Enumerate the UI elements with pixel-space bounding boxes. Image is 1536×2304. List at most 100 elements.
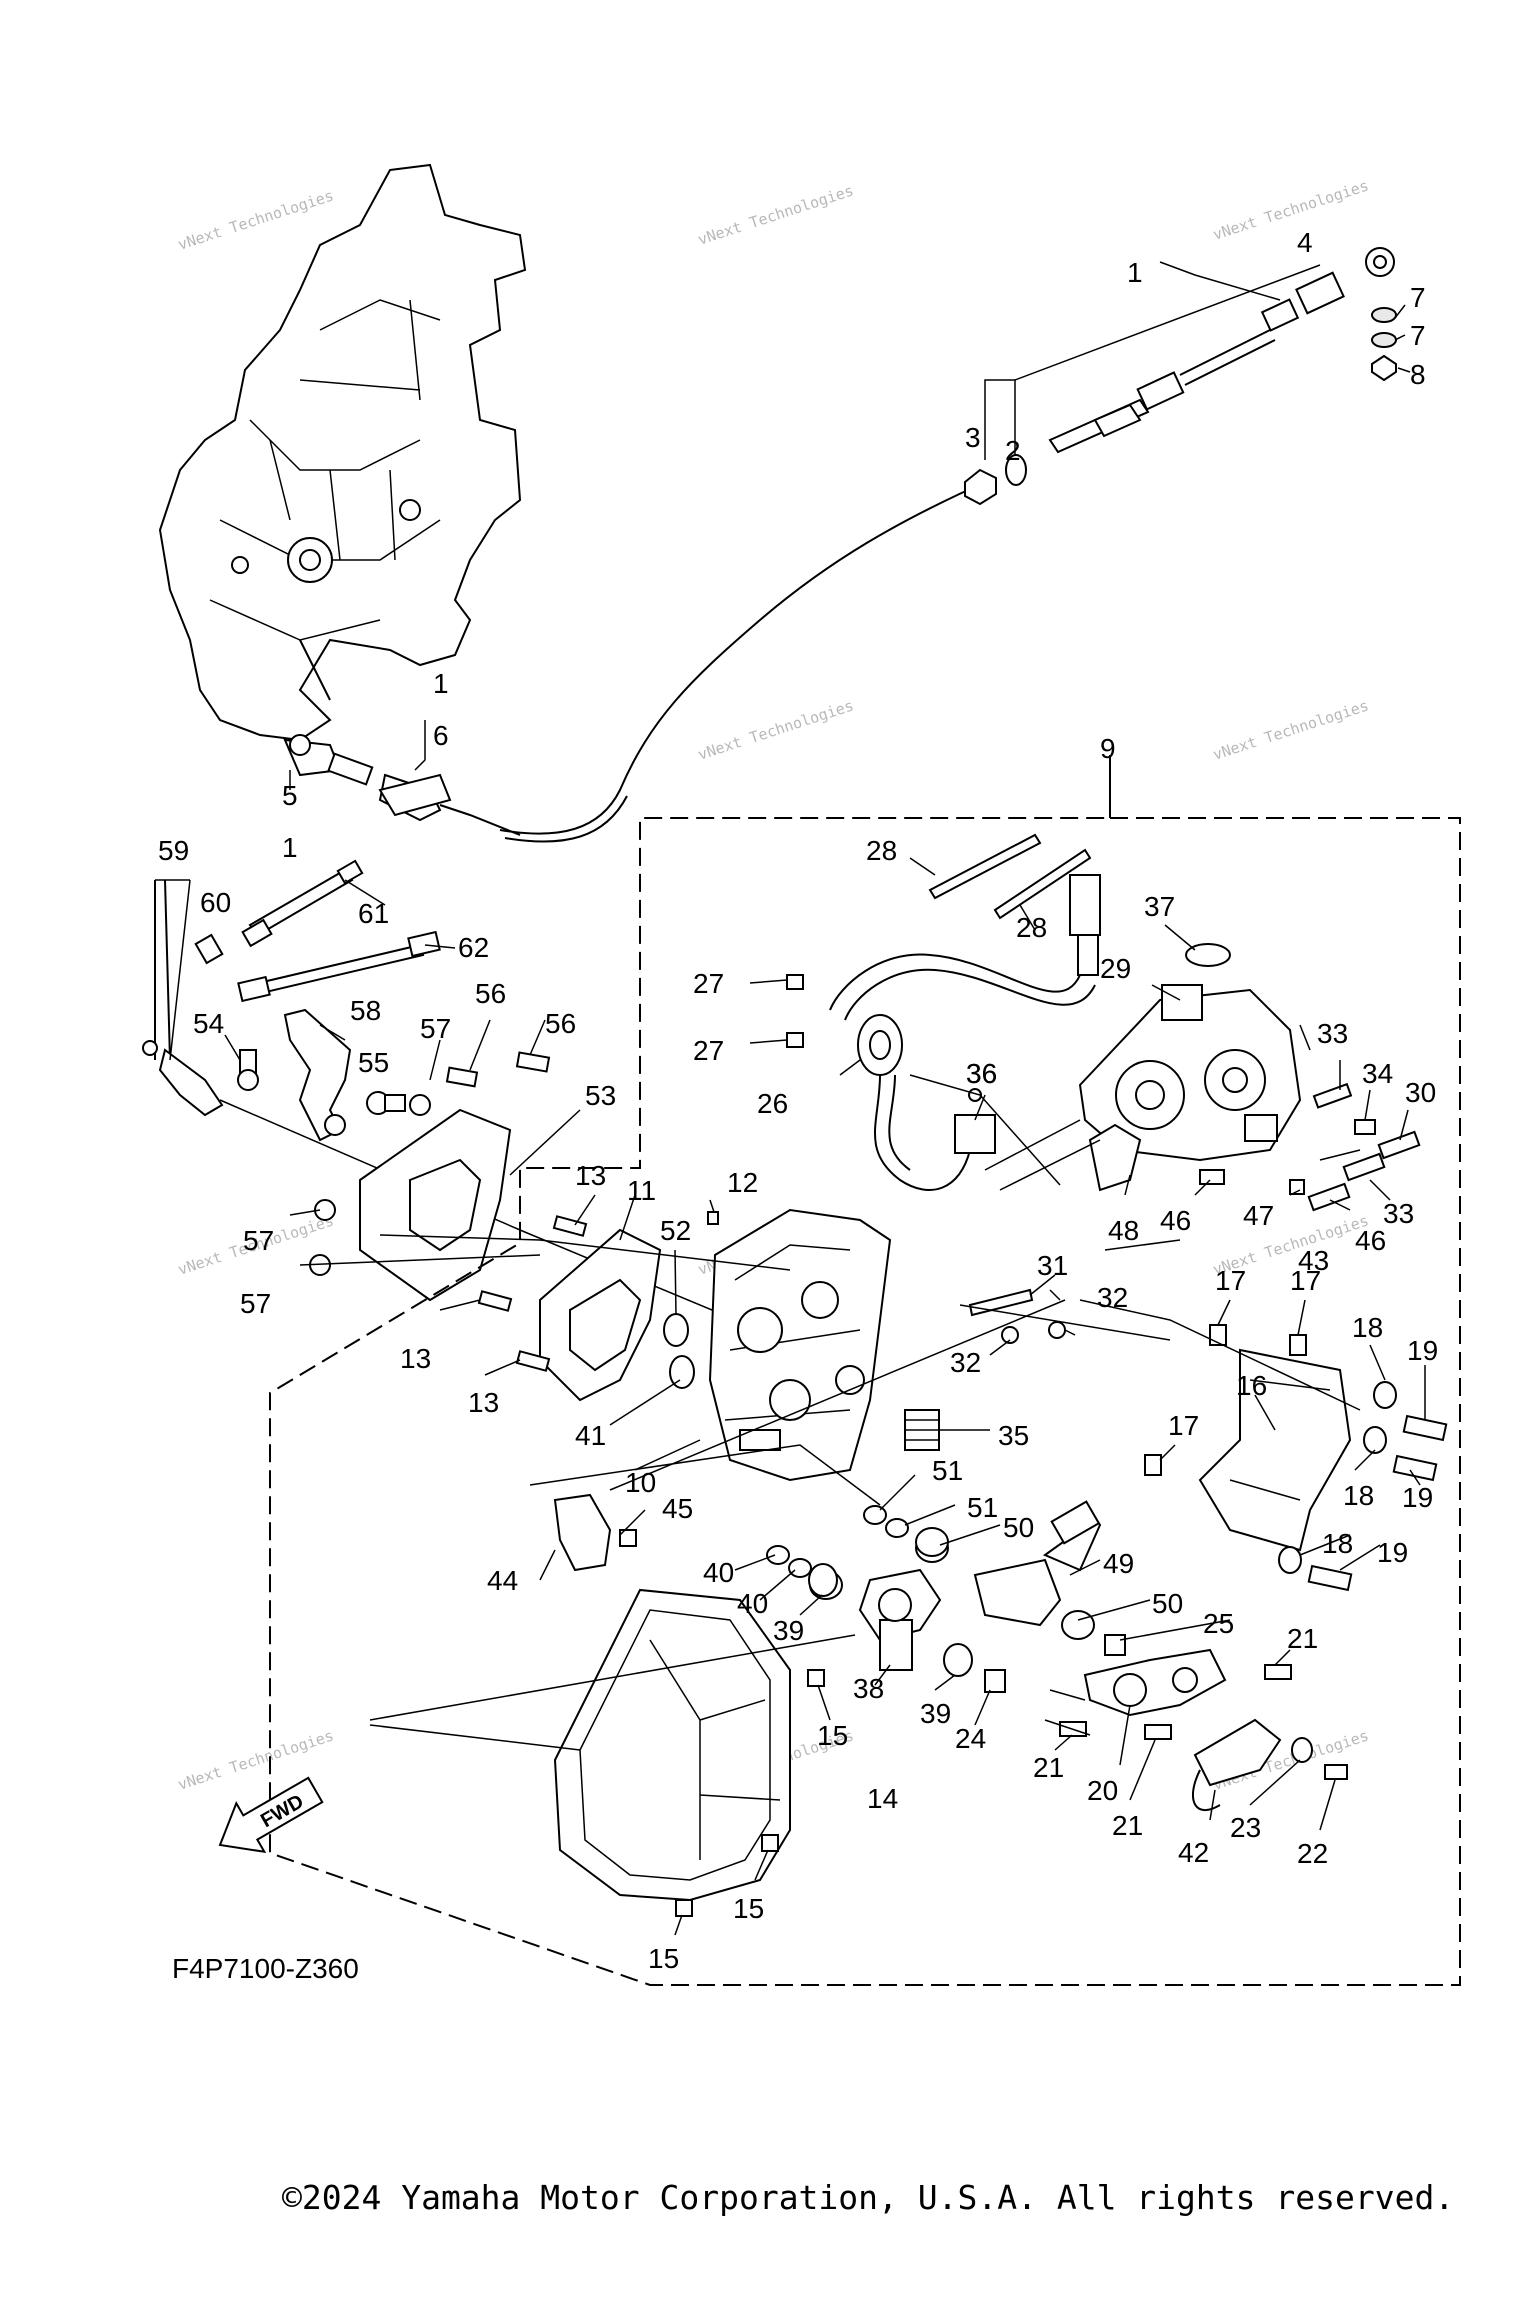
callout-label: 33 bbox=[1317, 1018, 1348, 1049]
callout-label: 18 bbox=[1343, 1480, 1374, 1511]
callout-label: 11 bbox=[627, 1175, 656, 1206]
callout-label: 19 bbox=[1377, 1537, 1408, 1568]
callout-label: 39 bbox=[920, 1698, 951, 1729]
callout-label: 18 bbox=[1352, 1312, 1383, 1343]
callout-label: 40 bbox=[703, 1557, 734, 1588]
callout-label: 35 bbox=[998, 1420, 1029, 1451]
callout-label: 42 bbox=[1178, 1837, 1209, 1868]
callout-label: 47 bbox=[1243, 1200, 1274, 1231]
gear-housing bbox=[707, 1208, 1066, 1482]
callout-label: 41 bbox=[575, 1420, 606, 1451]
callout-label: 18 bbox=[1322, 1528, 1353, 1559]
housing-cover bbox=[553, 1493, 825, 1917]
callout-label: 56 bbox=[545, 1008, 576, 1039]
callout-label: 10 bbox=[625, 1467, 656, 1498]
callout-label: 6 bbox=[433, 720, 449, 751]
callout-label: 4 bbox=[1297, 227, 1313, 258]
mounting-plates bbox=[309, 1108, 695, 1402]
callout-label: 16 bbox=[1236, 1370, 1267, 1401]
callout-label: 19 bbox=[1402, 1482, 1433, 1513]
callout-label: 17 bbox=[1290, 1265, 1321, 1296]
callout-label: 3 bbox=[965, 422, 981, 453]
callout-label: 32 bbox=[1097, 1282, 1128, 1313]
callout-label: 36 bbox=[966, 1058, 997, 1089]
callout-label: 33 bbox=[1383, 1198, 1414, 1229]
callout-label: 49 bbox=[1103, 1548, 1134, 1579]
callout-label: 28 bbox=[866, 835, 897, 866]
drawing-code: F4P7100-Z360 bbox=[172, 1953, 359, 1984]
callout-label: 8 bbox=[1410, 359, 1426, 390]
callout-label: 36 bbox=[966, 1058, 997, 1089]
callout-label: 43 bbox=[1298, 1245, 1329, 1276]
callout-label: 59 bbox=[158, 835, 189, 866]
callout-label: 30 bbox=[1405, 1077, 1436, 1108]
callout-label: 2 bbox=[1005, 435, 1021, 466]
callout-label: 58 bbox=[350, 995, 381, 1026]
assembly-boundary bbox=[269, 755, 1461, 1986]
watermark-text: vNext Technologies bbox=[176, 186, 336, 253]
callout-label: 19 bbox=[1407, 1335, 1438, 1366]
watermark-text: vNext Technologies bbox=[696, 181, 856, 248]
callout-label: 15 bbox=[817, 1720, 848, 1751]
upper-casing-sketch bbox=[158, 163, 527, 836]
callout-label: 44 bbox=[487, 1565, 518, 1596]
callout-label: 57 bbox=[243, 1225, 274, 1256]
callout-label: 21 bbox=[1033, 1752, 1064, 1783]
callout-label: 32 bbox=[950, 1347, 981, 1378]
callout-label: 55 bbox=[358, 1047, 389, 1078]
callout-label: 13 bbox=[468, 1387, 499, 1418]
callout-label: 14 bbox=[867, 1783, 898, 1814]
callout-label: 60 bbox=[200, 887, 231, 918]
callout-label: 27 bbox=[693, 968, 724, 999]
callout-label: 45 bbox=[662, 1493, 693, 1524]
callout-label: 1 bbox=[433, 668, 449, 699]
callout-label: 15 bbox=[648, 1943, 679, 1974]
callout-label: 52 bbox=[660, 1215, 691, 1246]
callout-label: 13 bbox=[575, 1160, 606, 1191]
sensor-bracket bbox=[1144, 1324, 1448, 1592]
callout-label: 17 bbox=[1215, 1265, 1246, 1296]
callout-label: 48 bbox=[1108, 1215, 1139, 1246]
callout-label: 54 bbox=[193, 1008, 224, 1039]
callout-label: 57 bbox=[240, 1288, 271, 1319]
callout-label: 21 bbox=[1287, 1623, 1318, 1654]
callout-labels: 1 2 3 4 7 7 8 1 6 5 1 9 59 60 61 62 28 2… bbox=[158, 227, 1438, 1974]
callout-label: 51 bbox=[967, 1492, 998, 1523]
callout-label: 1 bbox=[1127, 257, 1143, 288]
watermark-text: vNext Technologies bbox=[1211, 696, 1371, 763]
callout-label: 1 bbox=[282, 832, 298, 863]
callout-label: 31 bbox=[1037, 1250, 1068, 1281]
callout-label: 15 bbox=[733, 1893, 764, 1924]
callout-label: 20 bbox=[1087, 1775, 1118, 1806]
callout-label: 26 bbox=[757, 1088, 788, 1119]
callout-label: 27 bbox=[693, 1035, 724, 1066]
callout-label: 21 bbox=[1112, 1810, 1143, 1841]
callout-label: 7 bbox=[1410, 320, 1426, 351]
callout-label: 57 bbox=[420, 1013, 451, 1044]
callout-label: 56 bbox=[475, 978, 506, 1009]
watermark-text: vNext Technologies bbox=[1211, 176, 1371, 243]
fwd-arrow: FWD bbox=[218, 1776, 324, 1854]
callout-label: 12 bbox=[727, 1167, 758, 1198]
callout-label: 34 bbox=[1362, 1058, 1393, 1089]
gear-train bbox=[766, 1500, 1126, 1693]
watermark-text: vNext Technologies bbox=[696, 696, 856, 763]
callout-label: 7 bbox=[1410, 282, 1426, 313]
callout-label: 38 bbox=[853, 1673, 884, 1704]
motor-assembly bbox=[786, 833, 1421, 1212]
callout-label: 39 bbox=[773, 1615, 804, 1646]
shift-cable bbox=[289, 247, 1397, 843]
callout-label: 61 bbox=[358, 898, 389, 929]
callout-label: 50 bbox=[1003, 1512, 1034, 1543]
callout-label: 51 bbox=[932, 1455, 963, 1486]
callout-label: 28 bbox=[1016, 912, 1047, 943]
callout-label: 13 bbox=[400, 1343, 431, 1374]
callout-label: 40 bbox=[737, 1588, 768, 1619]
callout-label: 46 bbox=[1355, 1225, 1386, 1256]
callout-label: 9 bbox=[1100, 733, 1116, 764]
copyright-notice: ©2024 Yamaha Motor Corporation, U.S.A. A… bbox=[282, 2178, 1455, 2217]
callout-label: 53 bbox=[585, 1080, 616, 1111]
callout-label: 25 bbox=[1203, 1608, 1234, 1639]
callout-label: 22 bbox=[1297, 1838, 1328, 1869]
